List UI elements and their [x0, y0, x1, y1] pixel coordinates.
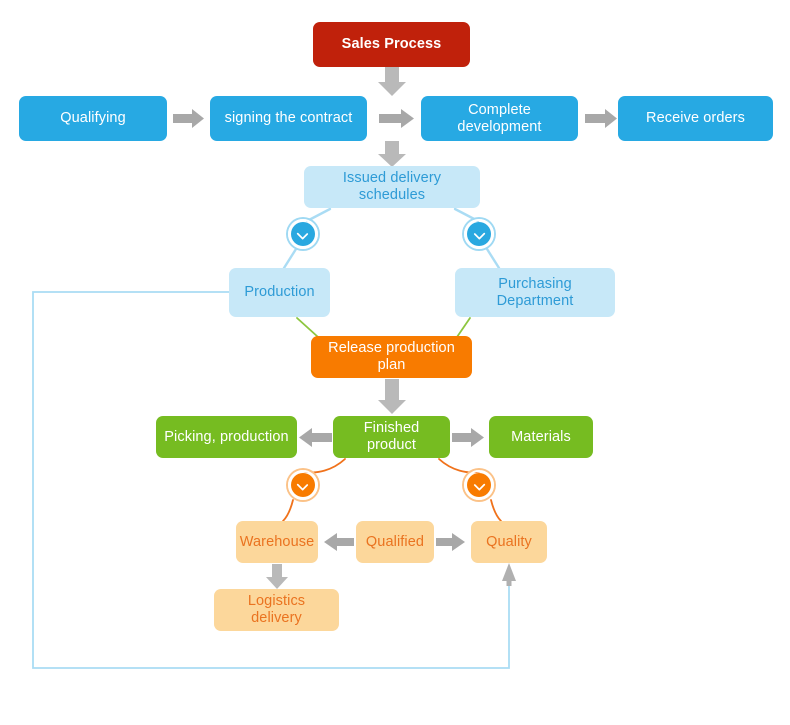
node-label: Quality [486, 533, 532, 550]
connector-finished-to-picking [299, 428, 332, 447]
badge-ring [464, 470, 494, 500]
connector-finished-to-materials [452, 428, 484, 447]
node-label: Finished product [363, 420, 420, 453]
badge-warehouse[interactable] [288, 470, 318, 500]
node-qualified[interactable]: Qualified [356, 521, 434, 563]
arrow-down-right-circle-icon [473, 483, 486, 491]
connector-issued-to-production [305, 207, 332, 223]
arrow-down-left-circle-icon [296, 232, 309, 240]
node-issued-delivery-schedules[interactable]: Issued delivery schedules [304, 166, 480, 208]
node-label: Warehouse [239, 533, 315, 550]
node-label: Production [244, 284, 315, 301]
connector-qualified-to-quality [436, 533, 465, 551]
badge-quality[interactable] [464, 470, 494, 500]
badge-ring [288, 219, 318, 249]
node-label: Materials [511, 428, 571, 445]
connector-purchasing-to-plan [456, 317, 471, 338]
node-complete-development[interactable]: Complete development [421, 96, 578, 141]
connector-qualified-to-warehouse [324, 533, 354, 551]
node-label: Complete development [457, 101, 542, 135]
badge-ring [464, 219, 494, 249]
node-warehouse[interactable]: Warehouse [236, 521, 318, 563]
node-materials[interactable]: Materials [489, 416, 593, 458]
node-logistics-delivery[interactable]: Logistics delivery [214, 589, 339, 631]
connector-complete-to-issued [378, 141, 406, 167]
connector-sales-to-complete-development [378, 67, 406, 96]
node-quality[interactable]: Quality [471, 521, 547, 563]
node-label: Picking, production [164, 428, 289, 445]
badge-ring [288, 470, 318, 500]
node-label: Release production plan [328, 340, 455, 373]
node-sales-process[interactable]: Sales Process [313, 22, 470, 67]
connector-warehouse-to-logistics [266, 564, 288, 589]
connector-badge-to-purchasing [485, 247, 501, 270]
connector-qualifying-to-signing [173, 109, 204, 128]
badge-production[interactable] [288, 219, 318, 249]
connector-plan-to-finished [378, 379, 406, 414]
node-label: Issued delivery schedules [342, 170, 442, 203]
node-label: Purchasing Department [496, 275, 574, 309]
node-purchasing-department[interactable]: Purchasing Department [455, 268, 615, 317]
badge-purchasing[interactable] [464, 219, 494, 249]
node-release-production-plan[interactable]: Release production plan [311, 336, 472, 378]
node-label: Sales Process [341, 36, 442, 53]
node-receive-orders[interactable]: Receive orders [618, 96, 773, 141]
node-label: Receive orders [646, 110, 745, 127]
node-label: Qualifying [60, 110, 126, 127]
node-production[interactable]: Production [229, 268, 330, 317]
arrow-down-left-circle-icon [296, 483, 309, 491]
connector-production-to-plan [296, 317, 319, 338]
node-qualifying[interactable]: Qualifying [19, 96, 167, 141]
node-label: signing the contract [224, 110, 353, 127]
connector-signing-to-complete [379, 109, 414, 128]
node-finished-product[interactable]: Finished product [333, 416, 450, 458]
connector-badge-to-production [282, 247, 298, 270]
node-signing-the-contract[interactable]: signing the contract [210, 96, 367, 141]
arrow-down-right-circle-icon [473, 232, 486, 240]
node-picking-production[interactable]: Picking, production [156, 416, 297, 458]
connector-complete-to-receive [585, 109, 617, 128]
node-label: Qualified [365, 533, 425, 550]
node-label: Logistics delivery [247, 593, 306, 626]
